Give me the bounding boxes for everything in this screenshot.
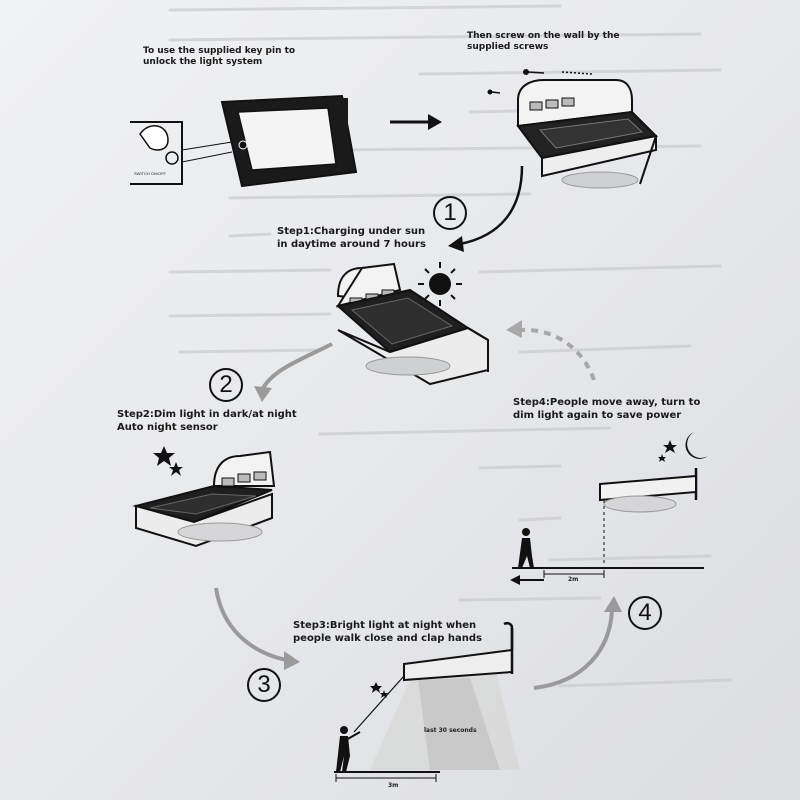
person-icon (336, 726, 361, 772)
step4-number-badge: 4 (628, 596, 662, 630)
arrow-icon (390, 114, 442, 130)
star-icon (370, 682, 388, 698)
distance-label-step4: 2m (568, 576, 579, 583)
star-icon (658, 440, 677, 462)
step1-caption: Step1:Charging under sun in daytime arou… (277, 226, 426, 250)
moon-icon (685, 432, 708, 459)
step4-caption: Step4:People move away, turn to dim ligh… (513, 397, 701, 421)
star-icon (153, 446, 183, 476)
step3-caption: Step3:Bright light at night when people … (293, 620, 482, 644)
step2-illustration (130, 442, 276, 548)
screw-icon (487, 69, 545, 95)
step2-caption: Step2:Dim light in dark/at night Auto ni… (117, 409, 297, 433)
arrow-icon (510, 575, 544, 585)
distance-label-step3: 3m (388, 782, 399, 789)
light-front-view (220, 94, 358, 188)
moon-icon (130, 442, 160, 479)
mount-instruction: Then screw on the wall by the supplied s… (467, 31, 620, 53)
last-seconds-label: last 30 seconds (424, 727, 477, 734)
step1-illustration (335, 262, 489, 386)
key-pin-icon (165, 151, 179, 165)
step4-illustration (510, 432, 708, 585)
step3-illustration (334, 621, 520, 782)
moon-icon (356, 680, 374, 702)
step1-number-badge: 1 (433, 196, 467, 230)
wall-mount-illustration (487, 69, 659, 189)
key-pin-illustration (130, 121, 233, 185)
sun-icon (418, 262, 462, 306)
step2-number-badge: 2 (209, 368, 243, 402)
step3-number-badge: 3 (247, 668, 281, 702)
person-icon (518, 528, 534, 568)
unlock-instruction: To use the supplied key pin to unlock th… (143, 46, 296, 68)
key-switch-label: SWITCH ON/OFF (134, 171, 167, 176)
